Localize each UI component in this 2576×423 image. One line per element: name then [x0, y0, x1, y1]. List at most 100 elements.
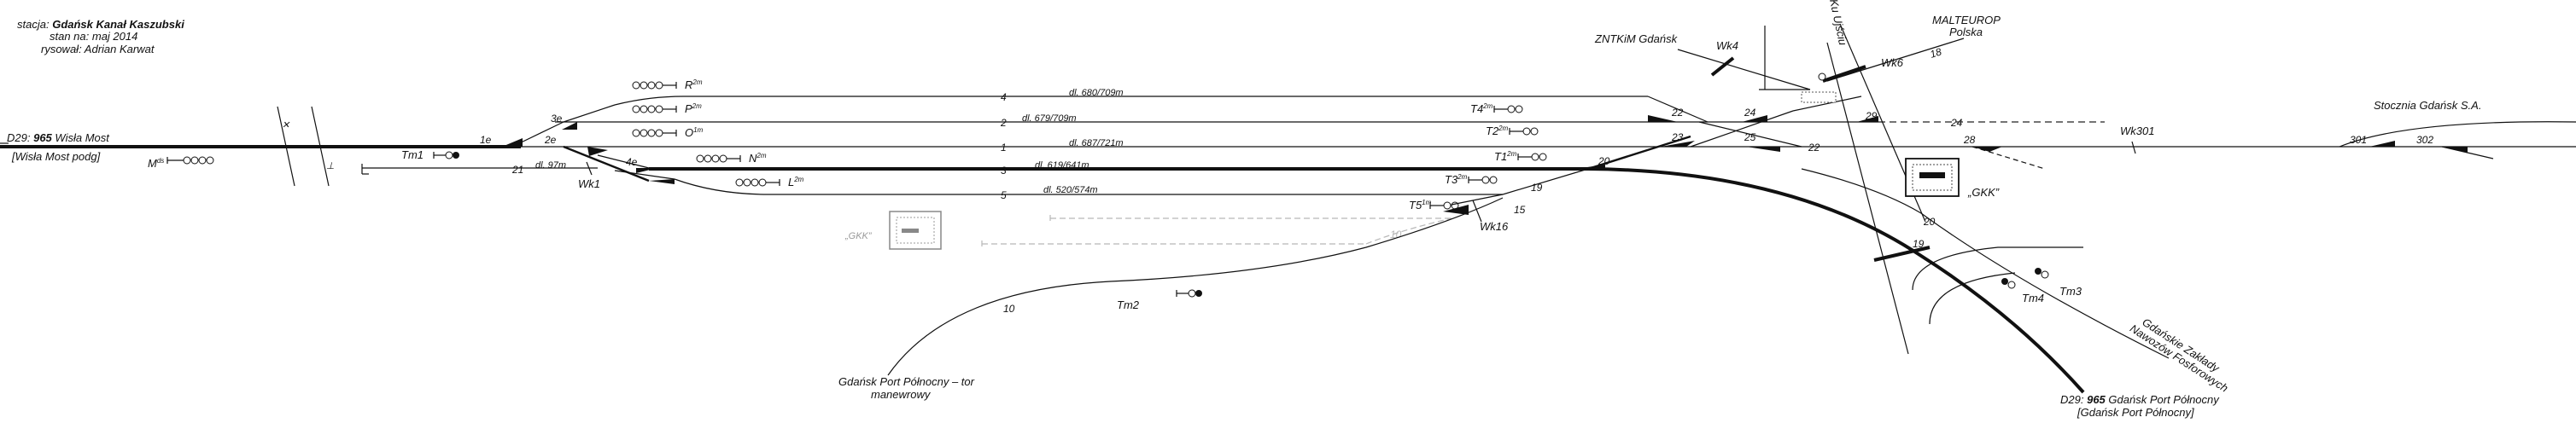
wk301-label: Wk301 — [2120, 125, 2154, 137]
signal-p-sup: 2m — [692, 102, 702, 110]
signal-o-label: O — [685, 126, 693, 139]
svg-text:L2m: L2m — [788, 176, 804, 188]
throat-west: 1e 2e 3e 4e Wk1 — [480, 104, 675, 190]
svg-text:D29: 965 Wisła Most: D29: 965 Wisła Most — [7, 131, 110, 144]
svg-text:P2m: P2m — [685, 102, 702, 115]
track-10-faint-number: 10 — [1390, 229, 1402, 240]
signal-t3: T32m — [1445, 173, 1498, 186]
tm2-label: Tm2 — [1117, 298, 1140, 311]
svg-text:T42m: T42m — [1470, 102, 1493, 115]
signal-t2-label: T2 — [1486, 125, 1499, 137]
wk16-label: Wk16 — [1480, 220, 1509, 233]
track-20-number: 20 — [1923, 216, 1936, 228]
tm1-label: Tm1 — [401, 148, 423, 161]
signal-n-sup: 2m — [756, 152, 766, 159]
signal-r: R2m — [632, 78, 703, 91]
station-prefix: stacja: — [17, 18, 50, 31]
tm4-label: Tm4 — [2022, 292, 2044, 304]
signal-t2: T22m — [1486, 125, 1539, 137]
signal-o: O1m — [632, 126, 704, 139]
track-24-right-number: 24 — [1950, 117, 1963, 129]
switch-23: 23 — [1671, 131, 1684, 143]
ku-ujsciu-label: Ku Ujściu — [1827, 0, 1849, 46]
switch-302: 302 — [2416, 134, 2433, 146]
svg-text:O1m: O1m — [685, 126, 704, 139]
tm4-marker: Tm4 — [2001, 278, 2044, 304]
svg-text:T12m: T12m — [1494, 150, 1517, 163]
track-10-number: 10 — [1003, 303, 1015, 315]
signal-t1-label: T1 — [1494, 150, 1507, 163]
signal-r-label: R — [685, 78, 692, 91]
gzn-line2: Nawozów Fosforowych — [2128, 322, 2230, 394]
gzn-label: Gdańskie Zakłady Nawozów Fosforowych — [2128, 316, 2230, 395]
west-line-name: Wisła Most — [55, 131, 110, 144]
derail-bar-wk6 — [1822, 65, 1866, 83]
wk1-marker: Wk1 — [578, 161, 600, 190]
switch-4e: 4e — [626, 156, 638, 168]
station-tracks: 4 dl. 680/709m 2 dl. 679/709m 1 dl. 687/… — [521, 88, 1844, 201]
tm3-label: Tm3 — [2059, 285, 2082, 298]
switch-20: 20 — [1598, 155, 1610, 167]
east-line: 20 19 D29: 965 Gdańsk Port Północny [Gda… — [1587, 167, 2230, 419]
znt-label: ZNTKiM Gdańsk — [1594, 32, 1679, 45]
malteurop-line1: MALTEUROP — [1932, 14, 2001, 26]
wk1-label: Wk1 — [578, 177, 600, 190]
tm3-marker: Tm3 — [2035, 268, 2082, 298]
bridge-mark-1 — [277, 106, 295, 187]
east-line-name: Gdańsk Port Północny — [2108, 393, 2220, 406]
signal-marker-a: ✕ — [282, 120, 290, 130]
wk4-label: Wk4 — [1716, 39, 1738, 52]
switch-24: 24 — [1744, 107, 1756, 119]
stocznia-label: Stocznia Gdańsk S.A. — [2374, 99, 2481, 112]
signals-west: R2m P2m O1m N2m L2m — [632, 78, 804, 188]
svg-text:stacja: Gdańsk Kanał Kaszubski: stacja: Gdańsk Kanał Kaszubski — [17, 18, 184, 31]
tm1-marker: Tm1 — [401, 148, 459, 161]
header: stacja: Gdańsk Kanał Kaszubski stan na: … — [17, 18, 184, 55]
switch-19-lower: 19 — [1913, 238, 1925, 250]
switch-25: 25 — [1744, 131, 1756, 143]
gkk-left-building: „GKK” — [844, 211, 942, 250]
east-line-sub: [Gdańsk Port Północny] — [2077, 406, 2194, 419]
track-21: 21 dl. 97m Tm1 — [361, 148, 598, 176]
svg-text:T22m: T22m — [1486, 125, 1509, 137]
svg-text:D29: 965 Gdańsk Port Północny: D29: 965 Gdańsk Port Północny — [2060, 393, 2220, 406]
signal-t3-sup: 2m — [1457, 173, 1467, 181]
signal-t5: T51m — [1409, 199, 1459, 212]
signal-marker-b: ⊥ — [326, 161, 335, 171]
signal-t1: T12m — [1494, 150, 1547, 163]
track-21-number: 21 — [511, 164, 523, 176]
drawn-by: rysował: Adrian Karwat — [41, 43, 155, 55]
switch-22: 22 — [1671, 107, 1684, 119]
track-18-number: 18 — [1929, 45, 1943, 61]
signal-m: Mds — [148, 156, 214, 170]
track-4-number: 4 — [1001, 91, 1007, 103]
port-tor-line2: manewrowy — [871, 388, 932, 401]
track-5-number: 5 — [1001, 189, 1007, 201]
east-line-prefix: D29: — [2060, 393, 2084, 406]
stocznia-area: 28 Wk301 301 302 Stocznia Gdańsk S.A. — [1963, 99, 2576, 170]
gkk-faint-siding: 10 „GKK” — [844, 211, 1452, 250]
track-22-right-number: 22 — [1808, 142, 1820, 154]
signal-t4: T42m — [1470, 102, 1523, 115]
signal-t1-sup: 2m — [1506, 150, 1516, 158]
svg-text:R2m: R2m — [685, 78, 703, 91]
signal-m-sup: ds — [157, 157, 164, 165]
svg-text:N2m: N2m — [749, 152, 767, 165]
west-line-sub: [Wisła Most podg] — [11, 150, 101, 163]
track-3-number: 3 — [1001, 165, 1007, 177]
gkk-left-label: „GKK” — [844, 231, 873, 241]
signal-t3-label: T3 — [1445, 173, 1458, 186]
svg-text:T32m: T32m — [1445, 173, 1468, 186]
svg-text:Mds: Mds — [148, 157, 164, 170]
signal-t5-sup: 1m — [1422, 199, 1431, 206]
track-1-number: 1 — [1001, 142, 1007, 154]
signal-t5-label: T5 — [1409, 199, 1422, 212]
main-line-west: D29: 965 Wisła Most [Wisła Most podg] Md… — [0, 106, 521, 187]
throat-east: 22 24 23 25 20 19 15 29 22 24 — [1502, 96, 2576, 216]
signal-l-sup: 2m — [793, 176, 803, 183]
track-2-number: 2 — [1000, 117, 1007, 129]
port-tor-line1: Gdańsk Port Północny – tor — [838, 375, 975, 388]
west-line-number: 965 — [33, 131, 52, 144]
switch-1e: 1e — [480, 134, 492, 146]
track-4-length: dl. 680/709m — [1069, 88, 1124, 98]
